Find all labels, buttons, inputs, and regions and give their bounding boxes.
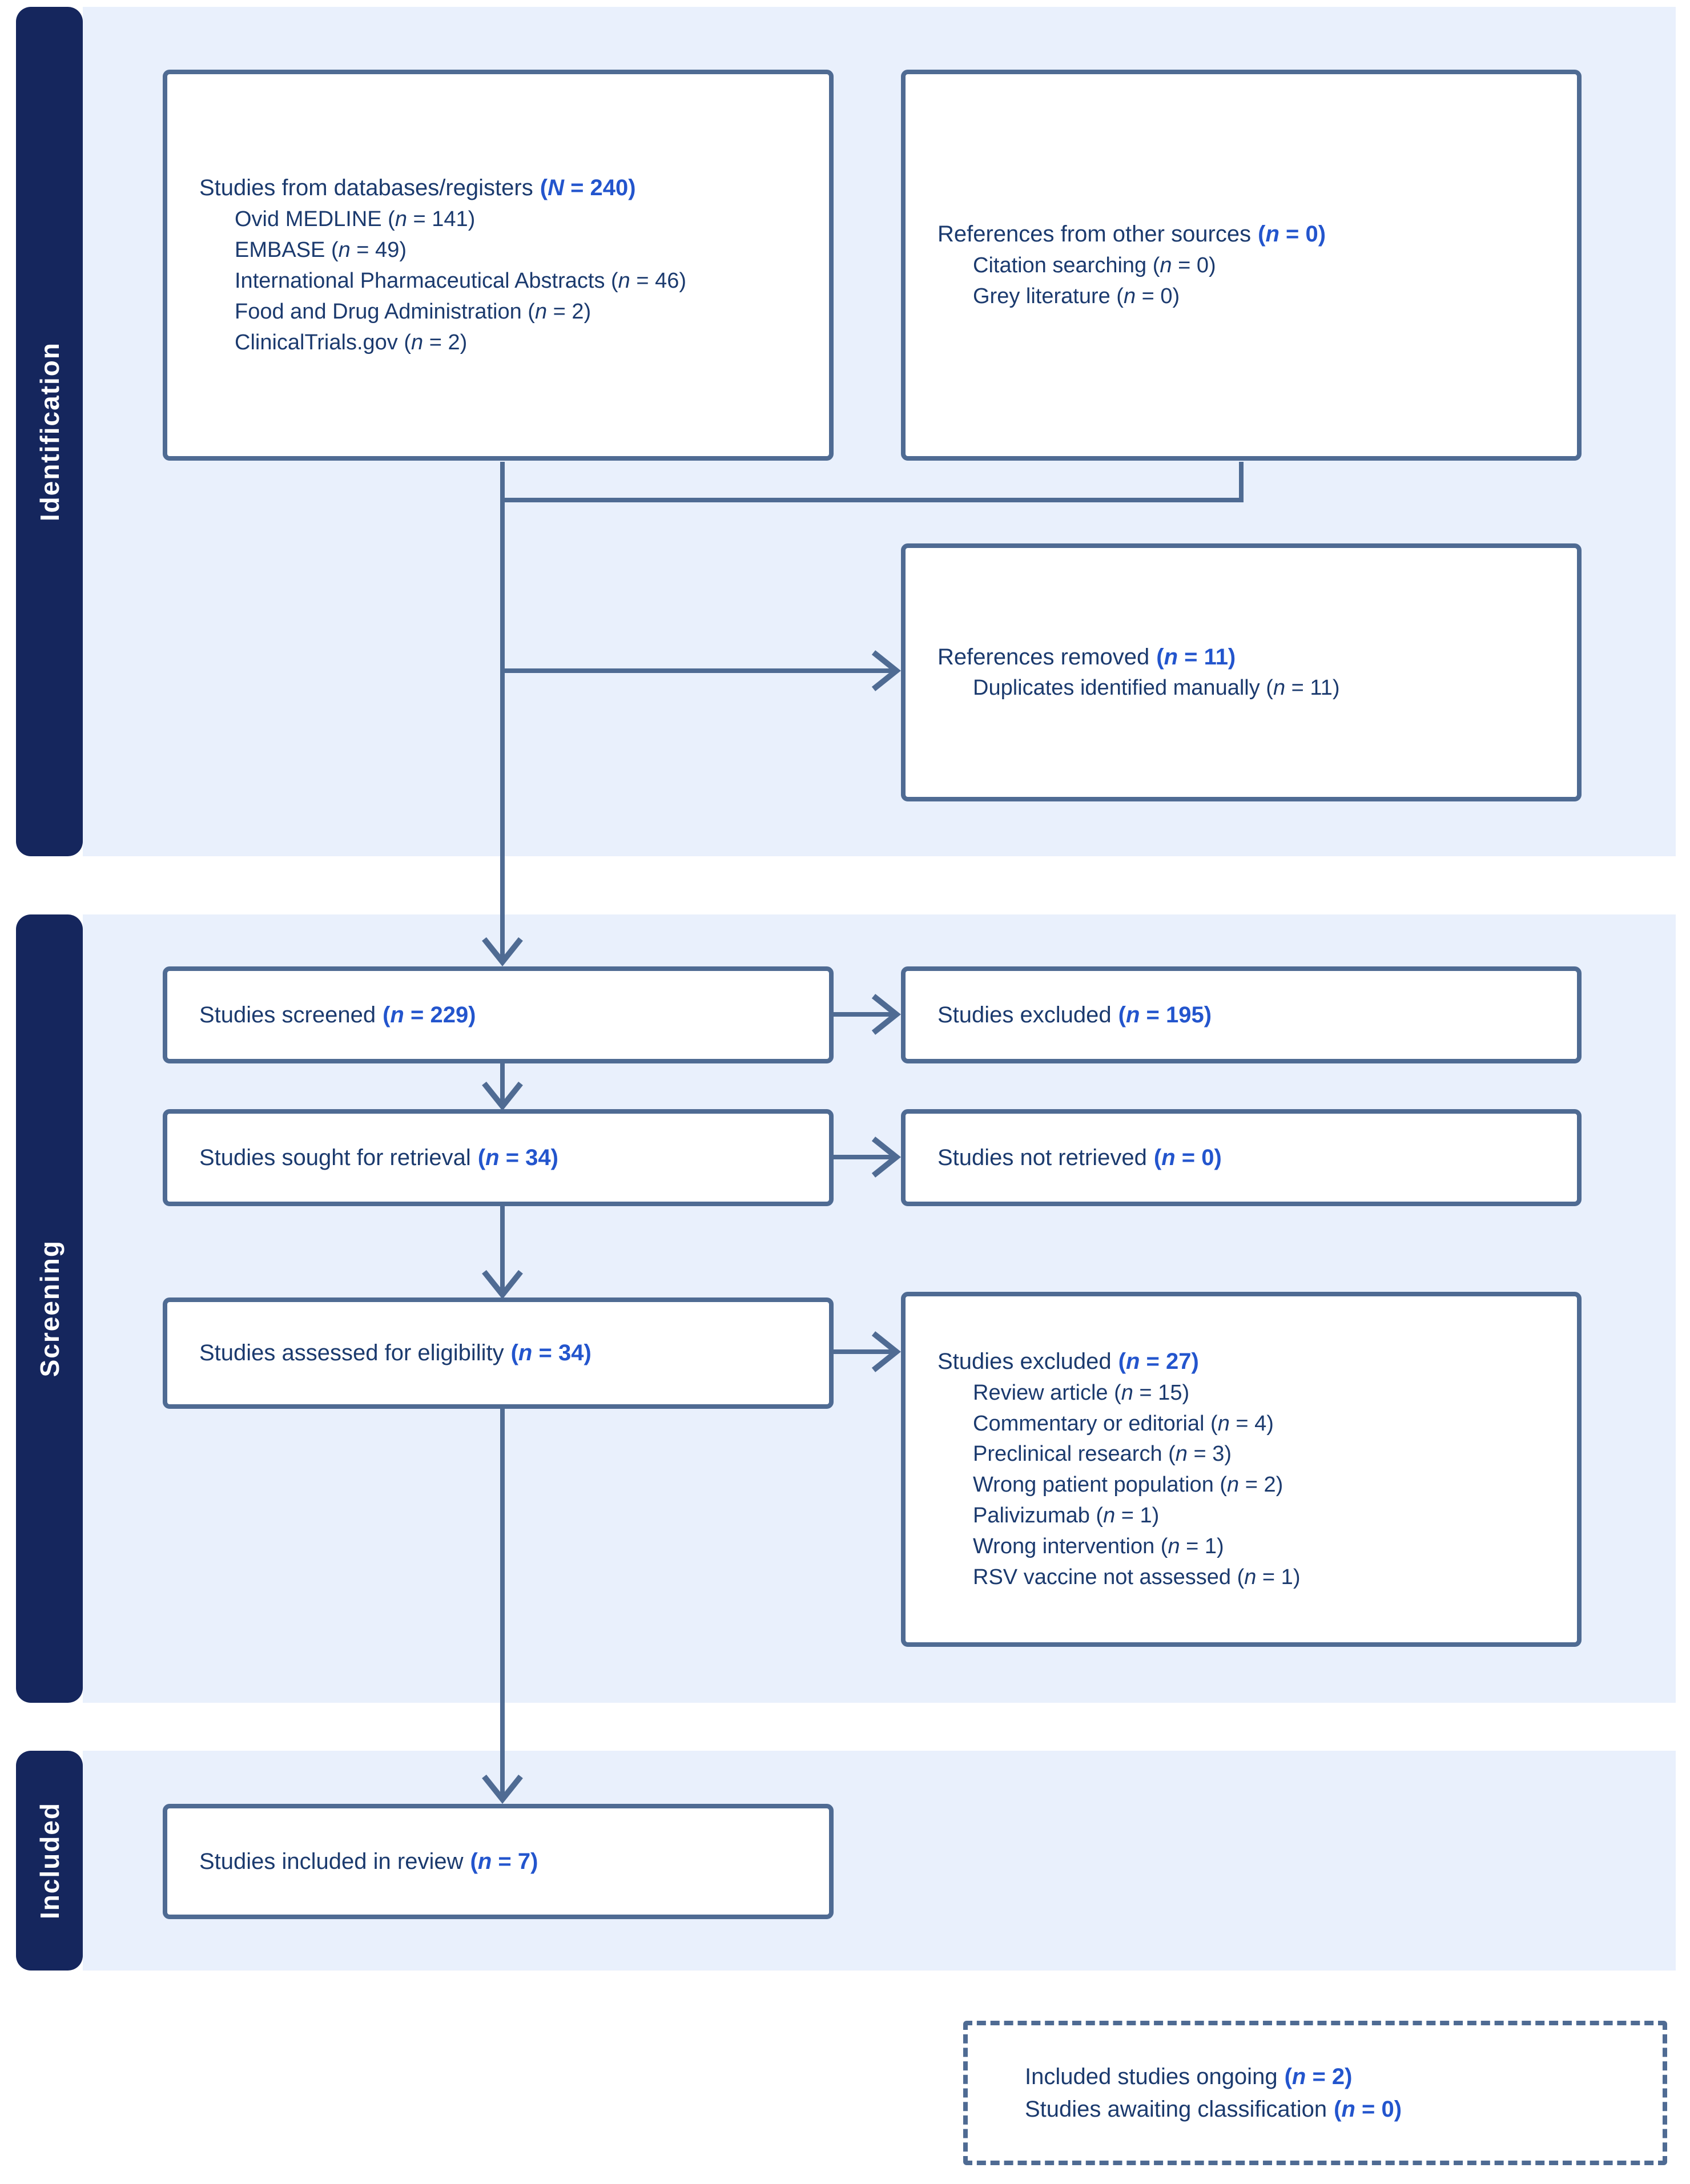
assessed-box: Studies assessed for eligibility(n = 34) (163, 1297, 834, 1409)
box-item: Wrong patient population (n = 2) (973, 1473, 1283, 1497)
databases-items: Ovid MEDLINE (n = 141) EMBASE (n = 49) I… (235, 204, 812, 358)
excluded-screening-count: (n = 195) (1118, 1002, 1212, 1027)
other-sources-box: References from other sources(n = 0) Cit… (901, 70, 1582, 461)
arrowhead-down-assessed (482, 1270, 523, 1300)
box-item: Preclinical research (n = 3) (973, 1442, 1232, 1466)
box-item: EMBASE (n = 49) (235, 237, 407, 262)
not-retrieved-box: Studies not retrieved(n = 0) (901, 1109, 1582, 1206)
references-removed-count: (n = 11) (1156, 644, 1236, 670)
excluded-eligibility-count: (n = 27) (1118, 1348, 1199, 1374)
identification-stage-bar: Identification (16, 7, 83, 856)
included-review-box: Studies included in review(n = 7) (163, 1804, 834, 1919)
assessed-count: (n = 34) (510, 1340, 592, 1366)
arrowhead-right-not-retrieved (871, 1137, 902, 1178)
box-item: Review article (n = 15) (973, 1380, 1190, 1405)
ongoing-line: Included studies ongoing(n = 2) (1025, 2064, 1353, 2089)
excluded-eligibility-title: Studies excluded(n = 27) (937, 1348, 1199, 1374)
databases-box: Studies from databases/registers(N = 240… (163, 70, 834, 461)
databases-title: Studies from databases/registers(N = 240… (199, 175, 636, 201)
box-item: Duplicates identified manually (n = 11) (973, 676, 1340, 700)
arrowhead-right-excluded-eligibility (871, 1331, 902, 1372)
connector-other-sources-join (502, 462, 1244, 502)
ongoing-count: (n = 2) (1284, 2064, 1353, 2089)
awaiting-classification-count: (n = 0) (1334, 2096, 1402, 2122)
not-retrieved-title: Studies not retrieved(n = 0) (937, 1145, 1222, 1170)
excluded-screening-box: Studies excluded(n = 195) (901, 966, 1582, 1063)
arrowhead-down-sought (482, 1081, 523, 1111)
box-item: Food and Drug Administration (n = 2) (235, 299, 592, 324)
sought-box: Studies sought for retrieval(n = 34) (163, 1109, 834, 1206)
screened-count: (n = 229) (383, 1002, 476, 1027)
screened-title: Studies screened(n = 229) (199, 1002, 476, 1027)
box-item: RSV vaccine not assessed (n = 1) (973, 1565, 1301, 1590)
box-item: Commentary or editorial (n = 4) (973, 1411, 1274, 1436)
other-sources-count: (n = 0) (1258, 221, 1326, 247)
arrowhead-right-references-removed (871, 650, 902, 691)
sought-count: (n = 34) (477, 1145, 558, 1170)
databases-count: (N = 240) (540, 175, 636, 201)
screening-stage-bar: Screening (16, 914, 83, 1703)
not-retrieved-count: (n = 0) (1153, 1145, 1222, 1170)
arrowhead-down-included (482, 1774, 523, 1804)
references-removed-box: References removed(n = 11) Duplicates id… (901, 543, 1582, 801)
excluded-eligibility-items: Review article (n = 15) Commentary or ed… (973, 1378, 1560, 1594)
box-item: Grey literature (n = 0) (973, 284, 1180, 308)
assessed-title: Studies assessed for eligibility(n = 34) (199, 1340, 592, 1366)
included-stage-bar: Included (16, 1751, 83, 1971)
screened-box: Studies screened(n = 229) (163, 966, 834, 1063)
references-removed-title: References removed(n = 11) (937, 644, 1236, 670)
other-sources-title: References from other sources(n = 0) (937, 221, 1326, 247)
awaiting-classification-line: Studies awaiting classification(n = 0) (1025, 2096, 1402, 2122)
excluded-eligibility-box: Studies excluded(n = 27) Review article … (901, 1292, 1582, 1647)
box-item: ClinicalTrials.gov (n = 2) (235, 330, 468, 354)
excluded-screening-title: Studies excluded(n = 195) (937, 1002, 1212, 1027)
arrowhead-down-screened (482, 937, 523, 967)
box-item: Citation searching (n = 0) (973, 253, 1216, 277)
other-sources-items: Citation searching (n = 0) Grey literatu… (973, 251, 1560, 312)
arrowhead-right-excluded-screening (871, 994, 902, 1035)
references-removed-items: Duplicates identified manually (n = 11) (973, 673, 1560, 704)
ongoing-studies-box: Included studies ongoing(n = 2) Studies … (963, 2021, 1667, 2165)
sought-title: Studies sought for retrieval(n = 34) (199, 1145, 558, 1170)
included-review-count: (n = 7) (470, 1848, 538, 1874)
box-item: Palivizumab (n = 1) (973, 1504, 1160, 1528)
included-review-title: Studies included in review(n = 7) (199, 1848, 538, 1874)
box-item: International Pharmaceutical Abstracts (… (235, 268, 687, 293)
box-item: Ovid MEDLINE (n = 141) (235, 207, 476, 232)
box-item: Wrong intervention (n = 1) (973, 1534, 1224, 1559)
